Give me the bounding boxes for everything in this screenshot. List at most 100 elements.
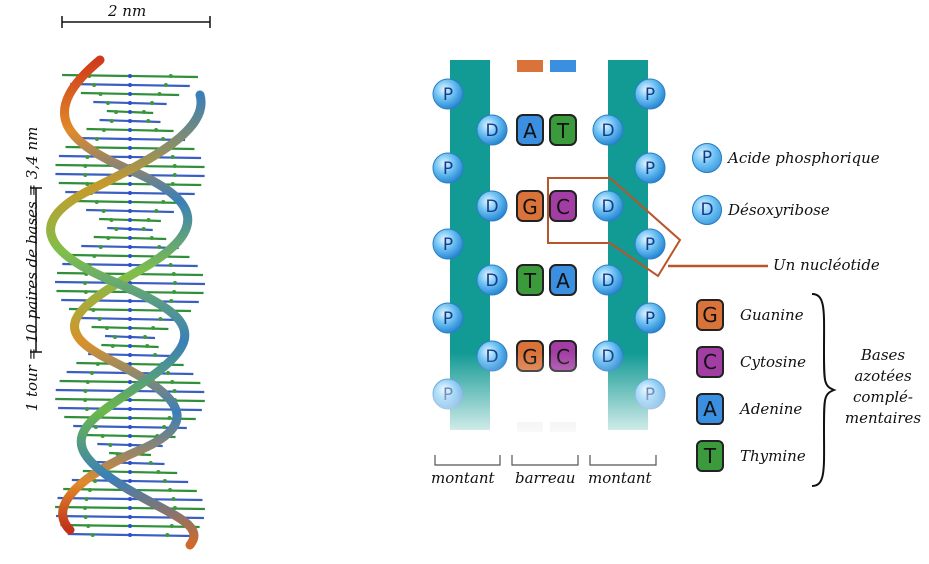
helix-atom — [128, 128, 132, 132]
legend-base-label: Guanine — [740, 306, 804, 324]
helix-atom — [128, 533, 132, 537]
helix-atom — [128, 83, 132, 87]
helix-atom — [154, 209, 158, 213]
helix-atom — [128, 236, 132, 240]
helix-atom — [171, 155, 175, 159]
montant-left-bracket — [435, 455, 500, 465]
helix-atom — [169, 74, 173, 78]
helix-atom — [142, 227, 146, 231]
helix-atom — [128, 146, 132, 150]
bases-brace — [808, 292, 838, 488]
legend-base-label: Adenine — [740, 400, 802, 418]
helix-atom — [83, 281, 87, 285]
helix-atom — [128, 218, 132, 222]
nucleotide-outline — [540, 170, 800, 280]
helix-atom — [156, 470, 160, 474]
sugar-ball-icon: D — [692, 195, 722, 225]
helix-atom — [85, 497, 89, 501]
helix-atom — [85, 155, 89, 159]
legend-base-guanine: GGuanine — [696, 299, 804, 331]
helix-atom — [85, 182, 89, 186]
helix-atom — [161, 200, 165, 204]
helix-atom — [172, 272, 176, 276]
bases-group-line-3: complé- — [838, 387, 928, 408]
helix-atom — [128, 326, 132, 330]
helix-atom — [128, 110, 132, 114]
helix-atom — [128, 245, 132, 249]
helix-atom — [171, 182, 175, 186]
helix-atom — [169, 263, 173, 267]
helix-atom — [114, 227, 118, 231]
helix-atom — [84, 515, 88, 519]
helix-atom — [128, 137, 132, 141]
helix-atom — [128, 299, 132, 303]
helix-atom — [92, 83, 96, 87]
helix-atom — [164, 83, 168, 87]
helix-turn-label: 1 tour = 10 paires de bases = 3,4 nm — [23, 119, 41, 419]
helix-atom — [128, 344, 132, 348]
helix-atom — [143, 335, 147, 339]
helix-atom — [128, 308, 132, 312]
helix-atom — [128, 155, 132, 159]
helix-atom — [128, 506, 132, 510]
helix-atom — [168, 488, 172, 492]
bases-group-line-1: Bases — [838, 345, 928, 366]
helix-atom — [128, 407, 132, 411]
helix-atom — [173, 506, 177, 510]
helix-atom — [128, 335, 132, 339]
helix-atom — [106, 236, 110, 240]
helix-atom — [128, 227, 132, 231]
helix-atom — [108, 443, 112, 447]
helix-atom — [128, 434, 132, 438]
helix-atom — [172, 290, 176, 294]
helix-atom — [150, 101, 154, 105]
label-barreau: barreau — [515, 469, 575, 487]
phosphate-ball-icon: P — [692, 143, 722, 173]
helix-atom — [128, 443, 132, 447]
helix-atom — [83, 398, 87, 402]
legend-phosphate: P Acide phosphorique — [692, 143, 880, 173]
helix-atom — [157, 245, 161, 249]
label-montant-left: montant — [431, 469, 495, 487]
helix-atom — [128, 263, 132, 267]
helix-atom — [149, 461, 153, 465]
helix-atom — [147, 218, 151, 222]
helix-atom — [114, 110, 118, 114]
helix-atom — [86, 524, 90, 528]
helix-atom — [166, 371, 170, 375]
label-montant-right: montant — [588, 469, 652, 487]
legend-base-label: Cytosine — [740, 353, 806, 371]
helix-atom — [128, 461, 132, 465]
helix-atom — [128, 254, 132, 258]
helix-atom — [153, 353, 157, 357]
helix-atom — [90, 371, 94, 375]
helix-atom — [92, 254, 96, 258]
bases-group-line-2: azotées — [838, 366, 928, 387]
helix-atom — [128, 92, 132, 96]
legend-base-thymine: TThymine — [696, 440, 806, 472]
helix-atom — [128, 398, 132, 402]
helix-atom — [146, 119, 150, 123]
helix-atom — [128, 200, 132, 204]
helix-atom — [105, 326, 109, 330]
helix-atom — [113, 335, 117, 339]
helix-atom — [161, 137, 165, 141]
helix-atom — [158, 317, 162, 321]
helix-atom — [102, 209, 106, 213]
helix-atom — [102, 128, 106, 132]
helix-atom — [173, 164, 177, 168]
helix-width-label: 2 nm — [108, 2, 146, 20]
nucleotide-label: Un nucléotide — [773, 256, 880, 274]
barreau-bracket — [512, 455, 578, 465]
helix-atom — [83, 506, 87, 510]
helix-atom — [142, 110, 146, 114]
helix-atom — [94, 425, 98, 429]
helix-atom — [128, 497, 132, 501]
legend-phosphate-label: Acide phosphorique — [728, 149, 880, 167]
helix-atom — [171, 497, 175, 501]
helix-atom — [101, 434, 105, 438]
base-C-icon: C — [696, 346, 724, 378]
helix-atom — [173, 281, 177, 285]
helix-atom — [110, 119, 114, 123]
helix-atom — [111, 344, 115, 348]
